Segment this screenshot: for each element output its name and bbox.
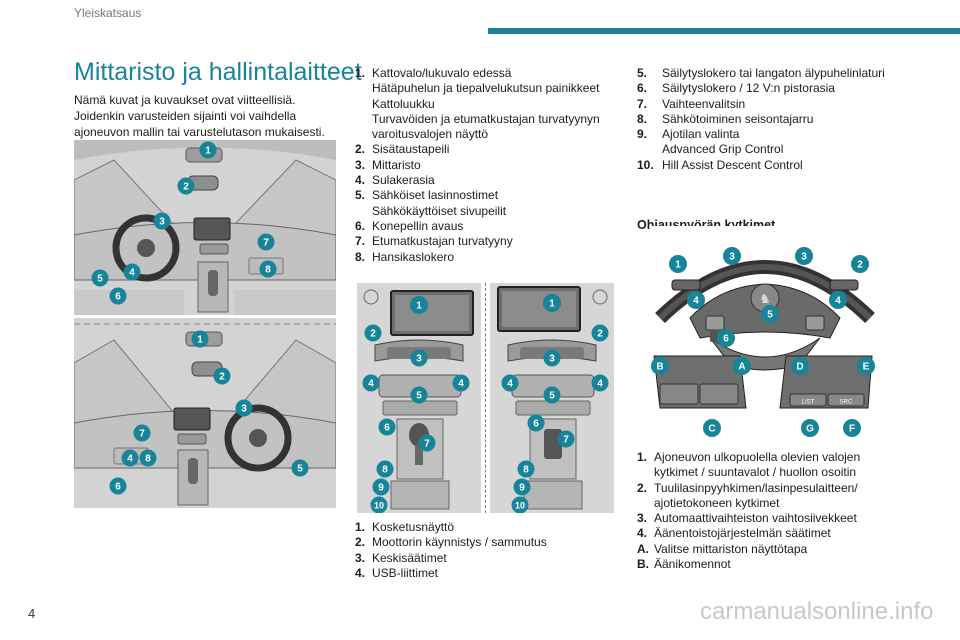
list-item: 8.Hansikaslokero [355,249,455,264]
list-item: 2.Sisätaustapeili [355,142,450,157]
console-right-label: 7 [563,435,569,446]
list-item: 3.Keskisäätimet [355,550,447,565]
console-right-label: 4 [597,379,603,390]
dash-rhd-label: 6 [115,482,121,493]
console-left-label: 4 [458,379,464,390]
console-right-label: 10 [515,501,525,511]
console-left-label: 3 [416,354,422,365]
dash-rhd-label: 8 [145,454,151,465]
console-left-label: 10 [374,501,384,511]
header-accent-bar [488,28,960,34]
wheel-letter-label: E [863,362,870,373]
wheel-letter-label: A [738,362,745,373]
page-number: 4 [28,606,36,621]
console-right-label: 6 [533,419,539,430]
steering-legend-list: 1.Ajoneuvon ulkopuolella olevien valojen… [637,450,887,572]
list-item: 4.USB-liittimet [355,565,439,580]
wheel-label: 6 [723,334,729,345]
console-left-label: 2 [370,329,376,340]
wheel-label: 2 [857,260,863,271]
console-left-label: 4 [368,379,374,390]
console-legend-list-continued: 5.Säilytyslokero tai langaton älypuhelin… [637,66,927,173]
console-legend-list: 1.Kosketusnäyttö 2.Moottorin käynnistys … [355,520,610,581]
console-left-label: 1 [416,301,422,312]
src-button-text: SRC [840,400,853,406]
console-right-label: 5 [549,391,555,402]
wheel-label: 4 [835,296,841,307]
list-item: 1.Kosketusnäyttö [355,520,455,534]
wheel-letter-label: F [849,424,855,435]
console-left-label: 8 [382,465,388,476]
dash-lhd-label: 5 [97,274,103,285]
wheel-letter-label: C [708,424,715,435]
wheel-letter-label: G [806,424,814,435]
watermark: carmanualsonline.info [700,598,934,625]
console-right-label: 2 [597,329,603,340]
console-illustration-right: 1 2 3 4 4 5 6 7 8 9 10 [490,283,614,513]
console-left-label: 9 [378,483,384,494]
list-item: 5.Säilytyslokero tai langaton älypuhelin… [637,66,885,80]
list-button-text: LIST [802,400,815,406]
list-item: A.Valitse mittariston näyttötapa [637,541,808,556]
list-item: 2.Tuulilasinpyyhkimen/lasinpesulaitteen/… [637,480,858,510]
list-item: 4.Äänentoistojärjestelmän säätimet [637,526,831,541]
console-right-label: 9 [519,483,525,494]
wheel-letter-label: B [656,362,663,373]
console-left-label: 5 [416,391,422,402]
list-item: 7.Etumatkustajan turvatyyny [355,234,513,249]
dash-rhd-label: 2 [219,372,225,383]
wheel-label: 1 [675,260,681,271]
dashboard-illustration-lhd: 1 2 3 7 8 5 4 6 [74,140,336,315]
console-right-label: 3 [549,354,555,365]
page-title: Mittaristo ja hallintalaitteet [74,58,362,86]
dash-rhd-label: 3 [241,404,247,415]
wheel-label: 3 [729,252,735,263]
dash-rhd-label: 7 [139,429,145,440]
wheel-label: 3 [801,252,807,263]
dash-lhd-label: 8 [265,265,271,276]
console-illustration-left: 1 2 3 4 4 5 6 7 8 9 10 [357,283,481,513]
list-item: 7.Vaihteenvalitsin [637,96,746,111]
console-left-label: 7 [424,439,430,450]
peugeot-logo-icon: ♞ [759,291,771,306]
console-divider [485,283,486,513]
list-item: 6.Säilytyslokero / 12 V:n pistorasia [637,81,835,96]
list-item: 8.Sähkötoiminen seisontajarru [637,111,814,126]
wheel-label: 5 [767,310,773,321]
dash-lhd-label: 1 [205,146,211,157]
list-item: 2.Moottorin käynnistys / sammutus [355,535,547,550]
console-right-label: 8 [523,465,529,476]
list-item: 1.Ajoneuvon ulkopuolella olevien valojen… [637,450,861,480]
list-item: 3.Mittaristo [355,157,421,172]
dash-lhd-label: 7 [263,238,269,249]
wheel-label: 4 [693,296,699,307]
dash-lhd-label: 2 [183,182,189,193]
dash-rhd-label: 5 [297,464,303,475]
dash-lhd-label: 4 [129,268,135,279]
dash-lhd-label: 6 [115,292,121,303]
dash-lhd-label: 3 [159,217,165,228]
console-left-label: 6 [384,423,390,434]
list-item: 10.Hill Assist Descent Control [637,157,803,172]
intro-text: Nämä kuvat ja kuvaukset ovat viitteellis… [74,93,325,139]
list-item: B.Äänikomennot [637,557,731,572]
dashboard-illustration-rhd: 1 2 3 7 4 8 6 5 [74,318,336,508]
dash-rhd-label: 1 [197,335,203,346]
running-header: Yleiskatsaus [74,6,142,20]
console-right-label: 1 [549,299,555,310]
list-item: 3.Automaattivaihteiston vaihtosiivekkeet [637,511,857,526]
list-item: 6.Konepellin avaus [355,218,464,233]
wheel-letter-label: D [796,362,803,373]
console-right-label: 4 [507,379,513,390]
dash-rhd-label: 4 [127,454,133,465]
list-item: 4.Sulakerasia [355,173,435,188]
steering-wheel-illustration: ♞ LIST SRC 1 2 3 3 4 4 5 6 A B C D E F [650,226,880,441]
